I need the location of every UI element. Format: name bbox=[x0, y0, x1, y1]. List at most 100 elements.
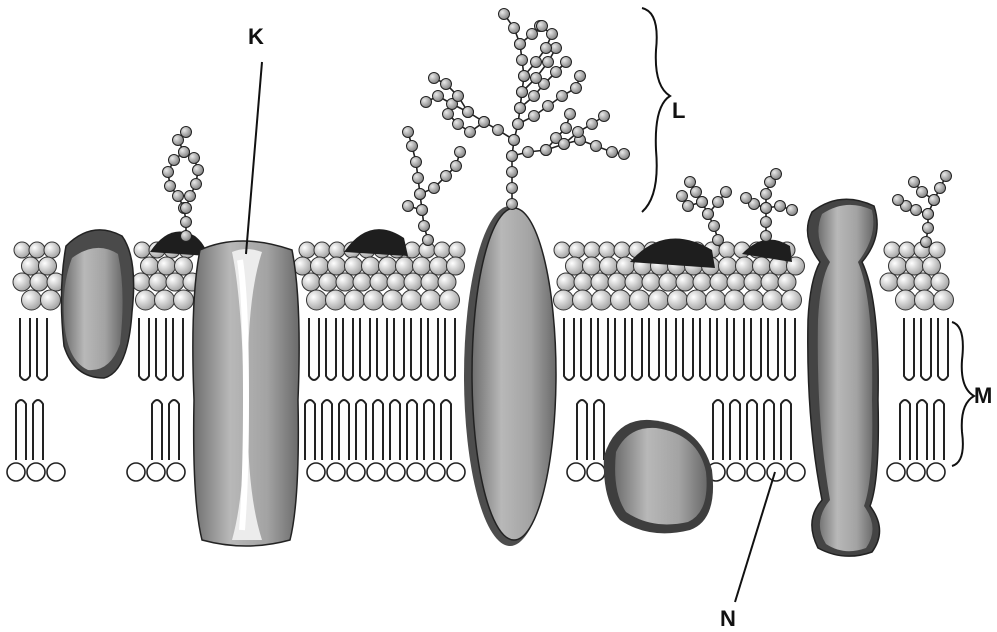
phospholipid-head bbox=[899, 242, 915, 258]
sugar-bead bbox=[761, 203, 772, 214]
phospholipid-head bbox=[7, 463, 25, 481]
sugar-bead bbox=[529, 91, 540, 102]
sugar-bead bbox=[761, 231, 772, 242]
sugar-bead bbox=[591, 141, 602, 152]
sugar-bead bbox=[181, 217, 192, 228]
phospholipid-head bbox=[880, 273, 898, 291]
phospholipid-head bbox=[383, 290, 403, 310]
sugar-bead bbox=[741, 193, 752, 204]
phospholipid-head bbox=[387, 273, 405, 291]
label-l: L bbox=[672, 98, 685, 123]
phospholipid-head bbox=[39, 257, 57, 275]
sugar-bead bbox=[713, 235, 724, 246]
sugar-bead bbox=[691, 187, 702, 198]
fatty-acid-tail bbox=[322, 400, 332, 460]
sugar-bead bbox=[465, 127, 476, 138]
fatty-acid-tail bbox=[356, 400, 366, 460]
phospholipid-head bbox=[307, 463, 325, 481]
fatty-acid-tail bbox=[577, 400, 587, 460]
sugar-bead bbox=[179, 147, 190, 158]
sugar-bead bbox=[531, 57, 542, 68]
sugar-bead bbox=[479, 117, 490, 128]
sugar-bead bbox=[169, 155, 180, 166]
phospholipid-head bbox=[367, 463, 385, 481]
phospholipid-head bbox=[787, 463, 805, 481]
fatty-acid-tail bbox=[20, 318, 30, 380]
sugar-bead bbox=[509, 23, 520, 34]
fatty-acid-tail bbox=[173, 318, 183, 380]
phospholipid-head bbox=[30, 273, 48, 291]
fatty-acid-tail bbox=[139, 318, 149, 380]
sugar-bead bbox=[515, 103, 526, 114]
phospholipid-head bbox=[27, 463, 45, 481]
fatty-acid-tail bbox=[632, 318, 642, 380]
fatty-acid-tail bbox=[734, 318, 744, 380]
phospholipid-head bbox=[906, 257, 924, 275]
sugar-bead bbox=[189, 153, 200, 164]
phospholipid-head bbox=[155, 290, 175, 310]
sugar-bead bbox=[541, 43, 552, 54]
fatty-acid-tail bbox=[938, 318, 948, 380]
sugar-bead bbox=[181, 231, 192, 242]
phospholipid-head bbox=[889, 257, 907, 275]
phospholipid-head bbox=[614, 242, 630, 258]
sugar-bead bbox=[587, 119, 598, 130]
sugar-bead bbox=[191, 179, 202, 190]
phospholipid-head bbox=[167, 463, 185, 481]
m-brace bbox=[952, 322, 974, 466]
fatty-acid-tail bbox=[598, 318, 608, 380]
fatty-acid-tail bbox=[768, 318, 778, 380]
sugar-bead bbox=[443, 109, 454, 120]
sugar-bead bbox=[775, 201, 786, 212]
phospholipid-head bbox=[725, 290, 745, 310]
fatty-acid-tail bbox=[666, 318, 676, 380]
phospholipid-head bbox=[591, 273, 609, 291]
phospholipid-head bbox=[132, 273, 150, 291]
phospholipid-head bbox=[566, 257, 584, 275]
fatty-acid-tail bbox=[785, 318, 795, 380]
transmembrane-protein-right bbox=[808, 199, 880, 556]
sugar-bead bbox=[917, 187, 928, 198]
phospholipid-head bbox=[896, 290, 916, 310]
phospholipid-head bbox=[447, 463, 465, 481]
phospholipid-head bbox=[668, 290, 688, 310]
fatty-acid-tail bbox=[37, 318, 47, 380]
phospholipid-head bbox=[761, 273, 779, 291]
sugar-bead bbox=[561, 123, 572, 134]
fatty-acid-tail bbox=[326, 318, 336, 380]
phospholipid-head bbox=[307, 290, 327, 310]
l-brace bbox=[642, 8, 670, 212]
phospholipid-head bbox=[569, 242, 585, 258]
phospholipid-head bbox=[693, 273, 711, 291]
phospholipid-head bbox=[557, 273, 575, 291]
fatty-acid-tail bbox=[904, 318, 914, 380]
sugar-bead bbox=[709, 221, 720, 232]
fatty-acid-tail bbox=[649, 318, 659, 380]
phospholipid-head bbox=[710, 273, 728, 291]
phospholipid-head bbox=[706, 290, 726, 310]
phospholipid-head bbox=[887, 463, 905, 481]
phospholipid-head bbox=[327, 463, 345, 481]
sugar-bead bbox=[941, 171, 952, 182]
phospholipid-head bbox=[134, 242, 150, 258]
fatty-acid-tail bbox=[411, 318, 421, 380]
phospholipid-head bbox=[923, 257, 941, 275]
phospholipid-head bbox=[782, 290, 802, 310]
sugar-bead bbox=[429, 183, 440, 194]
phospholipid-head bbox=[302, 273, 320, 291]
phospholipid-head bbox=[430, 257, 448, 275]
phospholipid-head bbox=[608, 273, 626, 291]
sugar-bead bbox=[493, 125, 504, 136]
sugar-bead bbox=[921, 237, 932, 248]
phospholipid-head bbox=[314, 242, 330, 258]
sugar-bead bbox=[529, 111, 540, 122]
sugar-bead bbox=[543, 57, 554, 68]
fatty-acid-tail bbox=[747, 400, 757, 460]
phospholipid-head bbox=[583, 257, 601, 275]
sugar-bead bbox=[541, 145, 552, 156]
phospholipid-head bbox=[649, 290, 669, 310]
fatty-acid-tail bbox=[594, 400, 604, 460]
phospholipid-head bbox=[884, 242, 900, 258]
phospholipid-head bbox=[136, 290, 156, 310]
phospholipid-head bbox=[587, 463, 605, 481]
